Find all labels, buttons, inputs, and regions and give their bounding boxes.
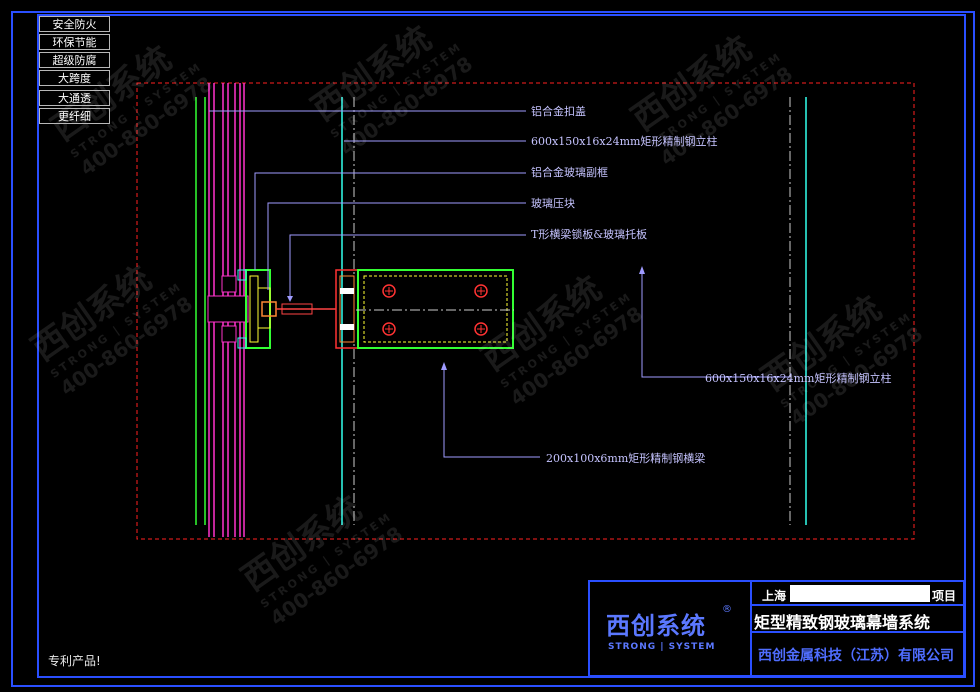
project-row: 上海 项目 <box>752 582 963 606</box>
project-suffix: 项目 <box>932 589 957 603</box>
tag-energy-saving: 环保节能 <box>39 34 110 50</box>
steel-beam <box>335 269 514 349</box>
company-name: 西创金属科技（江苏）有限公司 <box>758 648 954 664</box>
outer-frame <box>11 11 975 687</box>
redacted-project-name <box>790 585 930 602</box>
tag-transparent: 大通透 <box>39 90 110 106</box>
tag-slim: 更纤细 <box>39 108 110 124</box>
note-steel-column-right: 600x150x16x24mm矩形精制钢立柱 <box>705 372 892 385</box>
tag-anticorrosion: 超级防腐 <box>39 52 110 68</box>
note-glass-press-block: 玻璃压块 <box>531 197 575 210</box>
company-row: 西创金属科技（江苏）有限公司 <box>752 633 963 675</box>
note-aluminum-cap: 铝合金扣盖 <box>531 105 586 118</box>
detail-boundary <box>136 82 915 540</box>
connection-node <box>207 269 336 349</box>
patent-notice: 专利产品! <box>48 654 101 668</box>
note-glass-subframe: 铝合金玻璃副框 <box>531 166 608 179</box>
note-t-bracket: T形横梁锁板&玻璃托板 <box>531 228 648 241</box>
inner-frame <box>37 14 966 678</box>
logo-text: 西创系统 <box>606 612 706 640</box>
system-row: 矩型精致钢玻璃幕墙系统 <box>752 606 963 633</box>
registered-mark: ® <box>722 604 732 615</box>
leader-arrows <box>287 266 645 370</box>
tag-fireproof: 安全防火 <box>39 16 110 32</box>
curtain-wall-profiles <box>195 83 807 537</box>
tag-large-span: 大跨度 <box>39 70 110 86</box>
company-logo: 西创系统 ® STRONG | SYSTEM <box>590 582 752 675</box>
system-name: 矩型精致钢玻璃幕墙系统 <box>754 613 931 632</box>
project-prefix: 上海 <box>762 589 787 603</box>
note-steel-column-top: 600x150x16x24mm矩形精制钢立柱 <box>531 135 718 148</box>
note-steel-beam: 200x100x6mm矩形精制钢横梁 <box>546 452 706 465</box>
title-block: 西创系统 ® STRONG | SYSTEM 上海 项目 矩型精致钢玻璃幕墙系统… <box>588 580 965 677</box>
leader-lines <box>209 110 790 458</box>
logo-subtitle: STRONG | SYSTEM <box>608 642 716 652</box>
